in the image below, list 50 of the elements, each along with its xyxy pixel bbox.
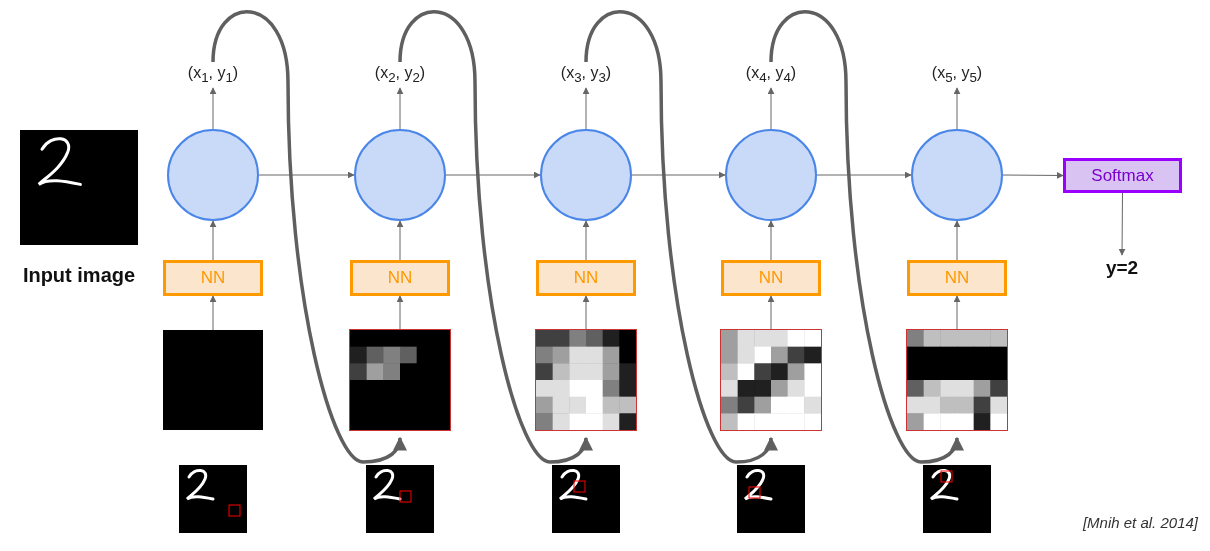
arrow <box>1002 171 1064 179</box>
location-label: (x$_{2}$, y$_{2}$) <box>355 62 445 88</box>
arrow <box>396 87 404 130</box>
nn-box: NN <box>721 260 821 296</box>
digit-image-with-window <box>552 465 620 533</box>
arrow <box>953 87 961 130</box>
arrow <box>953 220 961 261</box>
digit-image-with-window <box>923 465 991 533</box>
digit-image-with-window <box>366 465 434 533</box>
arrow <box>582 295 590 331</box>
curved-arrow <box>398 10 593 464</box>
arrow <box>767 220 775 261</box>
glimpse-patch-image <box>536 330 636 430</box>
arrow <box>631 171 726 179</box>
arrow <box>767 295 775 331</box>
arrow <box>209 87 217 130</box>
location-label: (x$_{1}$, y$_{1}$) <box>168 62 258 88</box>
arrow <box>582 220 590 261</box>
glimpse-patch-image <box>907 330 1007 430</box>
softmax-box: Softmax <box>1063 158 1182 193</box>
nn-box: NN <box>536 260 636 296</box>
digit-image-with-window <box>737 465 805 533</box>
glimpse-patch-image <box>721 330 821 430</box>
arrow <box>816 171 912 179</box>
arrow <box>1118 192 1126 256</box>
nn-box: NN <box>907 260 1007 296</box>
arrow <box>582 87 590 130</box>
digit-image-with-window <box>179 465 247 533</box>
citation-note: [Mnih et al. 2014] <box>1082 514 1198 531</box>
arrow <box>209 220 217 261</box>
arrow <box>445 171 541 179</box>
arrow <box>396 295 404 331</box>
location-label: (x$_{5}$, y$_{5}$) <box>912 62 1002 88</box>
glimpse-patch-image <box>350 330 450 430</box>
arrow <box>767 87 775 130</box>
arrow <box>396 220 404 261</box>
nn-box: NN <box>163 260 263 296</box>
nn-box: NN <box>350 260 450 296</box>
location-label: (x$_{4}$, y$_{4}$) <box>726 62 816 88</box>
image-caption: Input image <box>21 263 137 288</box>
arrow <box>209 295 217 331</box>
output-label: y=2 <box>1088 255 1156 281</box>
curved-arrow <box>584 10 778 464</box>
arrow <box>258 171 355 179</box>
curved-arrow <box>769 10 964 464</box>
curved-arrow <box>211 10 407 464</box>
digit-image <box>20 130 138 245</box>
location-label: (x$_{3}$, y$_{3}$) <box>541 62 631 88</box>
arrow <box>953 295 961 331</box>
blank-glimpse-box <box>163 330 263 430</box>
